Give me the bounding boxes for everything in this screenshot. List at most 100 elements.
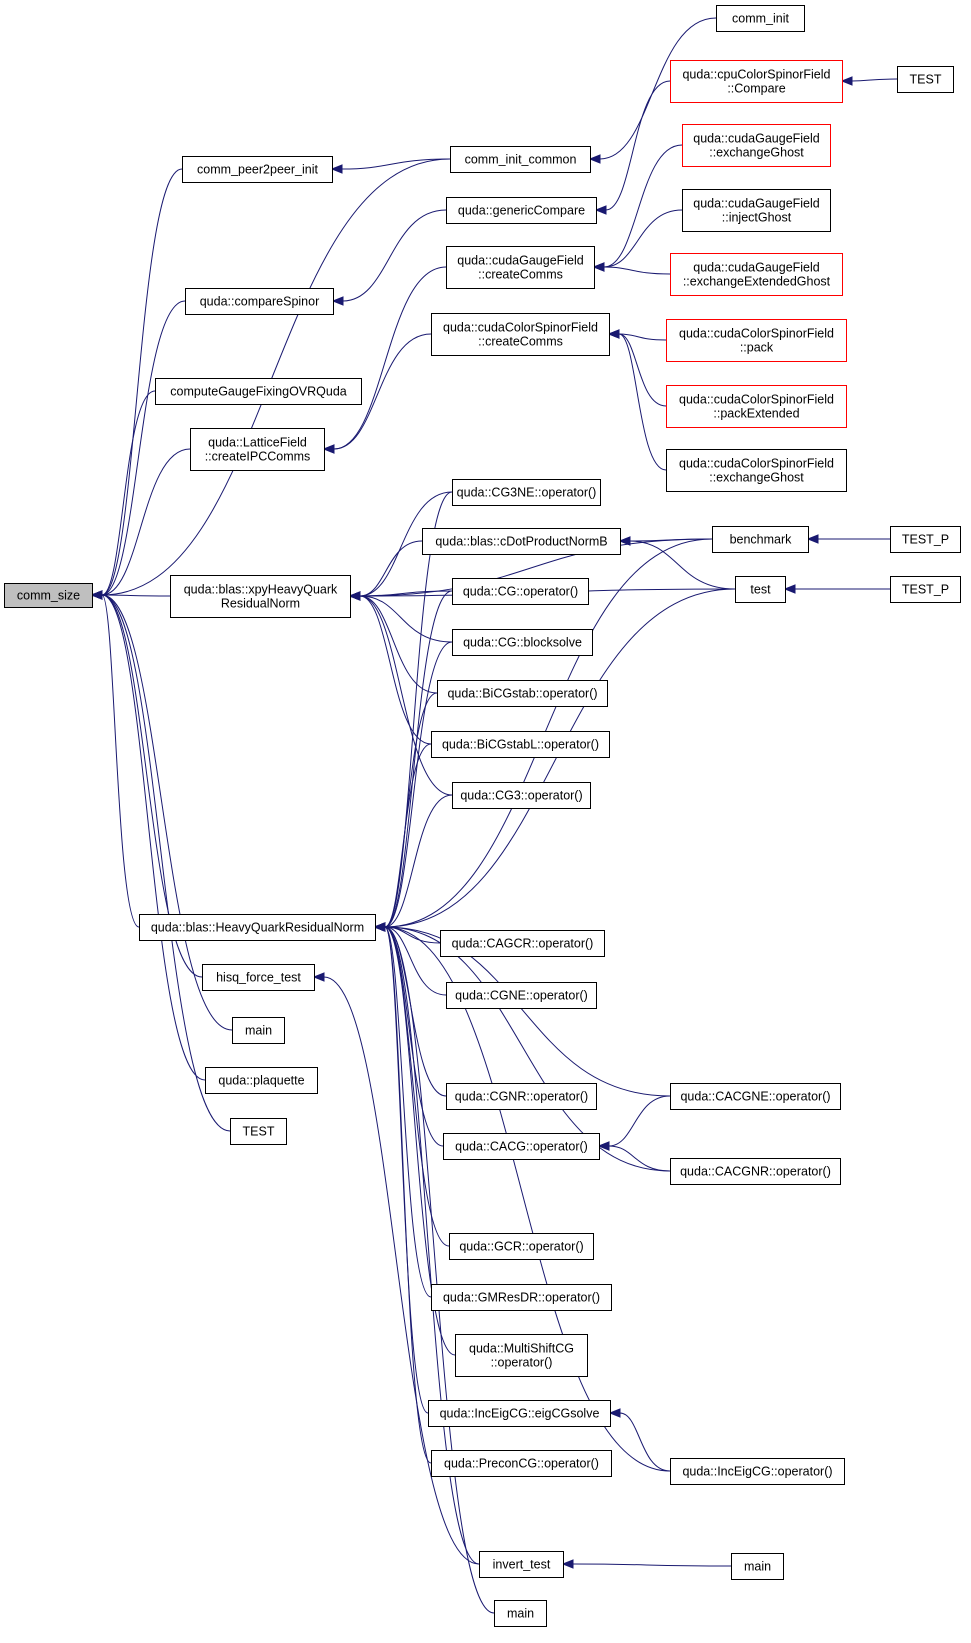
node-compareSpinor[interactable]: quda::compareSpinor (185, 288, 334, 315)
node-box[interactable] (890, 526, 961, 553)
node-IncEigCG_op[interactable]: quda::IncEigCG::operator() (670, 1458, 845, 1485)
node-box[interactable] (452, 629, 593, 656)
node-box[interactable] (4, 583, 93, 608)
node-box[interactable] (670, 1458, 845, 1485)
node-box[interactable] (446, 982, 597, 1009)
node-CACGNE_op[interactable]: quda::CACGNE::operator() (670, 1083, 841, 1110)
node-CGNE_op[interactable]: quda::CGNE::operator() (446, 982, 597, 1009)
node-hisq_force_test[interactable]: hisq_force_test (202, 964, 315, 991)
node-box[interactable] (716, 5, 805, 32)
node-box[interactable] (890, 576, 961, 603)
node-box[interactable] (735, 576, 786, 603)
node-box[interactable] (431, 1284, 612, 1311)
node-box[interactable] (452, 479, 601, 506)
node-box[interactable] (670, 60, 843, 103)
node-box[interactable] (666, 319, 847, 362)
node-box[interactable] (455, 1334, 588, 1377)
node-TEST_1[interactable]: TEST (230, 1118, 287, 1145)
node-box[interactable] (452, 782, 591, 809)
node-box[interactable] (190, 428, 325, 471)
node-box[interactable] (446, 1083, 597, 1110)
node-box[interactable] (422, 528, 621, 555)
node-box[interactable] (449, 1233, 594, 1260)
node-box[interactable] (431, 731, 610, 758)
node-TEST_P_2[interactable]: TEST_P (890, 576, 961, 603)
node-LatticeField_createIPCComms[interactable]: quda::LatticeField::createIPCComms (190, 428, 325, 471)
node-cudaColorSpinorField_exchangeGhost[interactable]: quda::cudaColorSpinorField::exchangeGhos… (666, 449, 847, 492)
node-TEST_2[interactable]: TEST (897, 66, 954, 93)
node-BiCGstab_op[interactable]: quda::BiCGstab::operator() (437, 680, 608, 707)
node-cudaGaugeField_createComms[interactable]: quda::cudaGaugeField::createComms (446, 246, 595, 289)
node-box[interactable] (443, 1133, 600, 1160)
node-main_1[interactable]: main (232, 1017, 285, 1044)
node-box[interactable] (682, 124, 831, 167)
node-box[interactable] (479, 1551, 564, 1578)
node-box[interactable] (431, 1450, 612, 1477)
node-box[interactable] (682, 189, 831, 232)
node-box[interactable] (155, 378, 362, 405)
node-CG3_op[interactable]: quda::CG3::operator() (452, 782, 591, 809)
node-comm_init[interactable]: comm_init (716, 5, 805, 32)
node-comm_size[interactable]: comm_size (4, 583, 93, 608)
node-comm_init_common[interactable]: comm_init_common (450, 146, 591, 173)
node-box[interactable] (139, 914, 376, 941)
node-box[interactable] (170, 575, 351, 618)
node-box[interactable] (446, 197, 597, 224)
node-MultiShiftCG_op[interactable]: quda::MultiShiftCG::operator() (455, 1334, 588, 1377)
node-box[interactable] (494, 1600, 547, 1627)
node-PreconCG_op[interactable]: quda::PreconCG::operator() (431, 1450, 612, 1477)
node-box[interactable] (205, 1067, 318, 1094)
node-box[interactable] (670, 1158, 841, 1185)
node-box[interactable] (897, 66, 954, 93)
node-TEST_P_1[interactable]: TEST_P (890, 526, 961, 553)
node-GMResDR_op[interactable]: quda::GMResDR::operator() (431, 1284, 612, 1311)
node-IncEigCG_eigCGsolve[interactable]: quda::IncEigCG::eigCGsolve (428, 1400, 611, 1427)
node-computeGaugeFixingOVRQuda[interactable]: computeGaugeFixingOVRQuda (155, 378, 362, 405)
node-box[interactable] (666, 449, 847, 492)
node-genericCompare[interactable]: quda::genericCompare (446, 197, 597, 224)
node-test[interactable]: test (735, 576, 786, 603)
node-main_2[interactable]: main (494, 1600, 547, 1627)
node-CACGNR_op[interactable]: quda::CACGNR::operator() (670, 1158, 841, 1185)
node-main_3[interactable]: main (731, 1553, 784, 1580)
node-CG_op[interactable]: quda::CG::operator() (452, 578, 589, 605)
node-cudaGaugeField_injectGhost[interactable]: quda::cudaGaugeField::injectGhost (682, 189, 831, 232)
node-box[interactable] (202, 964, 315, 991)
node-CGNR_op[interactable]: quda::CGNR::operator() (446, 1083, 597, 1110)
node-invert_test[interactable]: invert_test (479, 1551, 564, 1578)
node-box[interactable] (440, 930, 605, 957)
node-CG3NE_op[interactable]: quda::CG3NE::operator() (452, 479, 601, 506)
node-cudaColorSpinorField_pack[interactable]: quda::cudaColorSpinorField::pack (666, 319, 847, 362)
node-CACG_op[interactable]: quda::CACG::operator() (443, 1133, 600, 1160)
node-cudaGaugeField_exchangeExtendedGhost[interactable]: quda::cudaGaugeField::exchangeExtendedGh… (670, 253, 843, 296)
node-box[interactable] (670, 253, 843, 296)
node-box[interactable] (452, 578, 589, 605)
node-cudaGaugeField_exchangeGhost[interactable]: quda::cudaGaugeField::exchangeGhost (682, 124, 831, 167)
node-plaquette[interactable]: quda::plaquette (205, 1067, 318, 1094)
node-box[interactable] (712, 526, 809, 553)
node-cudaColorSpinorField_createComms[interactable]: quda::cudaColorSpinorField::createComms (431, 313, 610, 356)
node-HeavyQuarkResidualNorm[interactable]: quda::blas::HeavyQuarkResidualNorm (139, 914, 376, 941)
node-box[interactable] (450, 146, 591, 173)
node-box[interactable] (230, 1118, 287, 1145)
node-box[interactable] (437, 680, 608, 707)
node-box[interactable] (182, 156, 333, 183)
node-cudaColorSpinorField_packExtended[interactable]: quda::cudaColorSpinorField::packExtended (666, 385, 847, 428)
node-CG_blocksolve[interactable]: quda::CG::blocksolve (452, 629, 593, 656)
node-box[interactable] (670, 1083, 841, 1110)
node-GCR_op[interactable]: quda::GCR::operator() (449, 1233, 594, 1260)
node-BiCGstabL_op[interactable]: quda::BiCGstabL::operator() (431, 731, 610, 758)
node-box[interactable] (185, 288, 334, 315)
node-CAGCR_op[interactable]: quda::CAGCR::operator() (440, 930, 605, 957)
node-cpuColorSpinorField_Compare[interactable]: quda::cpuColorSpinorField::Compare (670, 60, 843, 103)
node-box[interactable] (232, 1017, 285, 1044)
node-benchmark[interactable]: benchmark (712, 526, 809, 553)
node-box[interactable] (731, 1553, 784, 1580)
node-comm_peer2peer_init[interactable]: comm_peer2peer_init (182, 156, 333, 183)
node-box[interactable] (446, 246, 595, 289)
node-box[interactable] (431, 313, 610, 356)
node-box[interactable] (428, 1400, 611, 1427)
node-box[interactable] (666, 385, 847, 428)
node-cDotProductNormB[interactable]: quda::blas::cDotProductNormB (422, 528, 621, 555)
